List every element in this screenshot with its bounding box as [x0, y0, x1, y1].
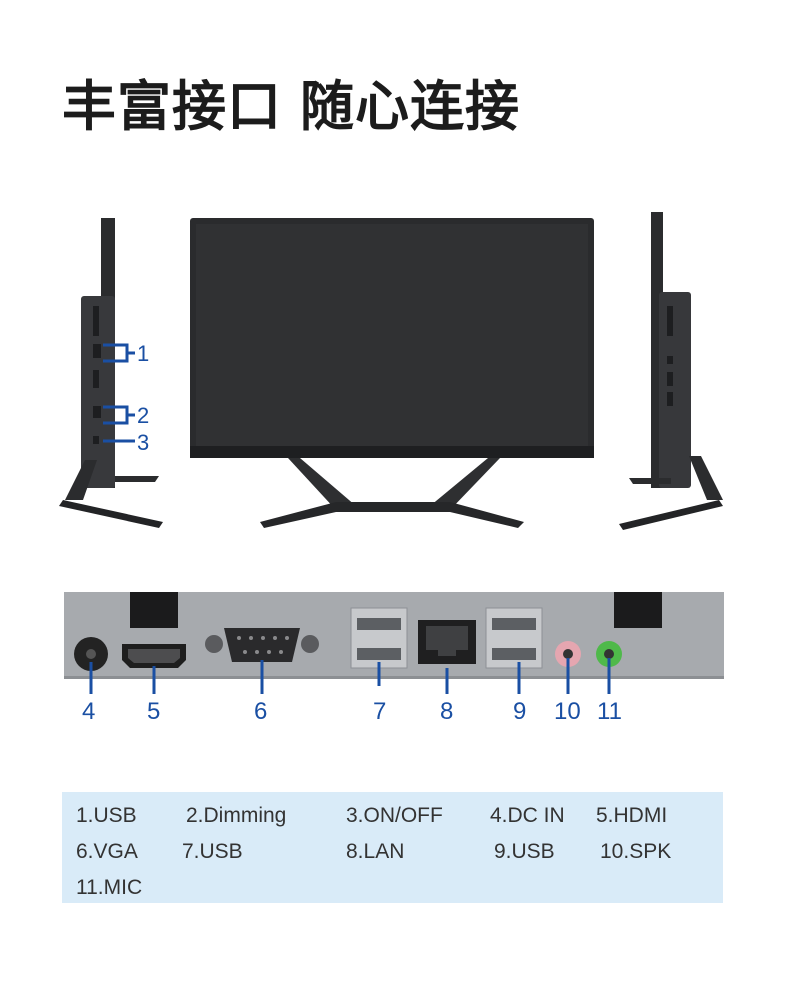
legend-item: 5.HDMI [596, 804, 668, 827]
page-title: 丰富接口随心连接 [62, 62, 520, 141]
lan-port [418, 620, 476, 664]
callout-3: 3 [137, 430, 149, 455]
mic-jack [596, 641, 622, 667]
callout-2: 2 [137, 403, 149, 428]
port-label-9: 9 [513, 698, 527, 725]
legend-item: 6.VGA [76, 840, 138, 863]
legend-item: 7.USB [182, 840, 243, 863]
dc-in-port [74, 637, 108, 671]
port-legend: 1.USB 2.Dimming 3.ON/OFF 4.DC IN 5.HDMI … [62, 792, 723, 903]
legend-item: 1.USB [76, 804, 137, 827]
legend-item: 10.SPK [600, 840, 672, 863]
legend-item: 3.ON/OFF [346, 804, 443, 827]
speaker-jack [555, 641, 581, 667]
port-label-4: 4 [82, 698, 96, 725]
legend-item: 4.DC IN [490, 804, 565, 827]
monitor-front-view [190, 218, 594, 528]
port-label-10: 10 [554, 698, 581, 725]
hdmi-port [122, 644, 186, 668]
usb-port-7 [350, 607, 408, 669]
port-label-11: 11 [597, 698, 622, 725]
port-label-5: 5 [147, 698, 161, 725]
rear-port-panel [64, 592, 724, 694]
vga-port [205, 628, 319, 662]
port-label-7: 7 [373, 698, 387, 725]
port-label-8: 8 [440, 698, 454, 725]
title-part-1: 丰富接口 [62, 75, 282, 138]
monitor-side-view-right [619, 212, 723, 530]
legend-item: 9.USB [494, 840, 555, 863]
legend-item: 2.Dimming [186, 804, 287, 827]
legend-item: 8.LAN [346, 840, 405, 863]
usb-port-9 [485, 607, 543, 669]
callout-1: 1 [137, 341, 149, 366]
port-label-6: 6 [254, 698, 268, 725]
monitor-side-view-left [59, 218, 163, 528]
legend-item: 11.MIC [76, 876, 143, 899]
title-part-2: 随心连接 [300, 75, 520, 138]
